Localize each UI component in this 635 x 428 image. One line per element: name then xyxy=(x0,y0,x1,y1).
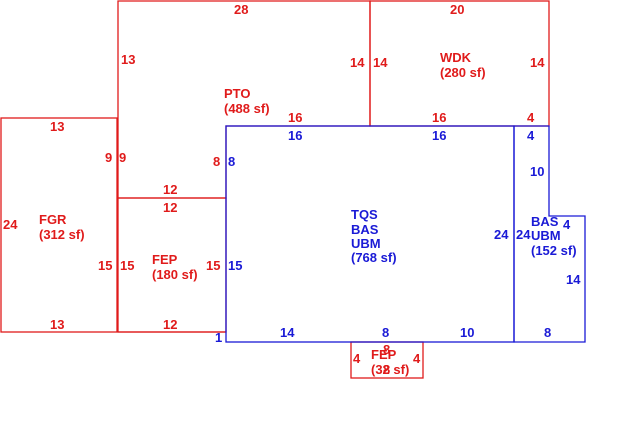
dim-bas-step: 4 xyxy=(563,217,571,232)
dim-fep2-bottom: 8 xyxy=(383,362,390,377)
main-code-3: UBM xyxy=(351,236,381,251)
dim-fep2-top: 8 xyxy=(383,342,390,357)
main-area: (768 sf) xyxy=(351,250,397,265)
wdk-area: (280 sf) xyxy=(440,65,486,80)
dim-fgr-bottom: 13 xyxy=(50,317,64,332)
main-code-2: BAS xyxy=(351,222,379,237)
dim-main-left-lower: 15 xyxy=(228,258,242,273)
main-code-1: TQS xyxy=(351,207,378,222)
dim-bas-right: 14 xyxy=(566,272,581,287)
dim-wdk-corner: 4 xyxy=(527,110,535,125)
dim-main-top-left: 16 xyxy=(288,128,302,143)
dim-pto-inner-left: 9 xyxy=(119,150,126,165)
fep-left-code: FEP xyxy=(152,252,178,267)
dim-pto-lower-edge: 16 xyxy=(288,110,302,125)
dim-fep-right: 15 xyxy=(206,258,220,273)
fep-bottom-code: FEP xyxy=(371,347,397,362)
dim-pto-top: 28 xyxy=(234,2,248,17)
fep-bottom-area: (32 sf) xyxy=(371,362,409,377)
dim-wdk-right: 14 xyxy=(530,55,545,70)
dim-fep-left: 15 xyxy=(98,258,112,273)
dim-pto-left: 13 xyxy=(121,52,135,67)
dim-fgr-left: 24 xyxy=(3,217,18,232)
dim-wdk-left: 14 xyxy=(350,55,365,70)
dim-main-top-right: 16 xyxy=(432,128,446,143)
dim-wdk-bottom: 16 xyxy=(432,110,446,125)
dim-main-bottom-mid: 8 xyxy=(382,325,389,340)
dim-wdk-top: 20 xyxy=(450,2,464,17)
dim-fep2-right: 4 xyxy=(413,351,421,366)
dim-main-bottom-left: 14 xyxy=(280,325,295,340)
pto-area: (488 sf) xyxy=(224,101,270,116)
fgr-code: FGR xyxy=(39,212,67,227)
dim-bas-left-upper: 10 xyxy=(530,164,544,179)
fep-left-area: (180 sf) xyxy=(152,267,198,282)
dim-bas-bottom: 8 xyxy=(544,325,551,340)
pto-code: PTO xyxy=(224,86,251,101)
dim-fep-bottom: 12 xyxy=(163,317,177,332)
dim-main-left-upper: 8 xyxy=(228,154,235,169)
dim-fgr-top: 13 xyxy=(50,119,64,134)
bas-code-2: UBM xyxy=(531,228,561,243)
dim-main-bottom-right: 10 xyxy=(460,325,474,340)
dim-wdk-left-inner: 14 xyxy=(373,55,388,70)
fgr-outline xyxy=(0,117,118,333)
dim-bas-top: 4 xyxy=(527,128,535,143)
dim-fep-left-inner: 15 xyxy=(120,258,134,273)
bas-area: (152 sf) xyxy=(531,243,577,258)
dim-bas-left: 24 xyxy=(516,227,531,242)
dim-fep2-left: 4 xyxy=(353,351,361,366)
fgr-area: (312 sf) xyxy=(39,227,85,242)
dim-main-corner: 1 xyxy=(215,330,222,345)
bas-addition-outline xyxy=(513,125,586,343)
wdk-code: WDK xyxy=(440,50,472,65)
dim-fgr-right: 9 xyxy=(105,150,112,165)
dim-fep-top: 12 xyxy=(163,200,177,215)
dim-pto-bottom: 12 xyxy=(163,182,177,197)
dim-pto-right: 8 xyxy=(213,154,220,169)
bas-code-1: BAS xyxy=(531,214,559,229)
dim-main-right: 24 xyxy=(494,227,509,242)
